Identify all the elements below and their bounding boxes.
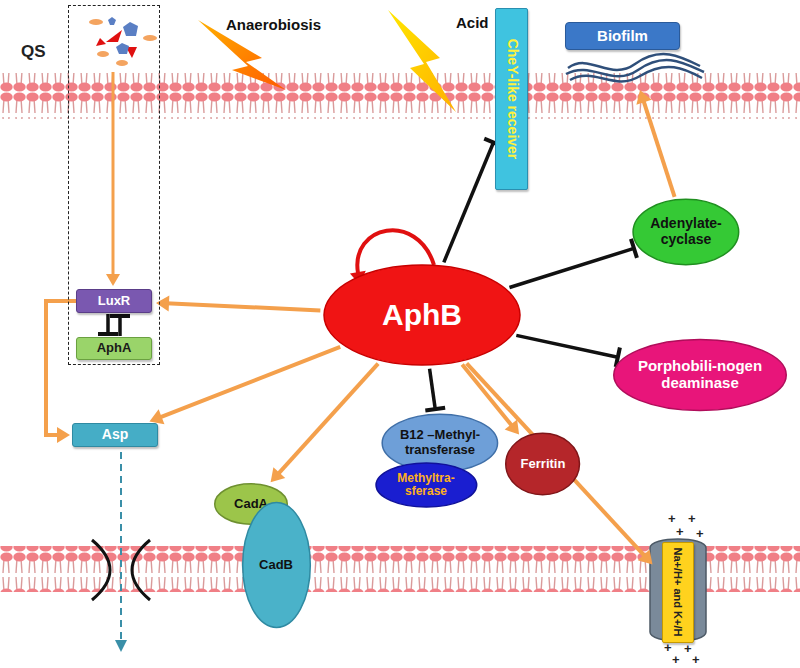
charge-sign: + — [692, 652, 700, 667]
activation-connector — [149, 347, 340, 424]
biofilm-strands — [566, 54, 704, 81]
node-label: Asp — [102, 427, 128, 443]
node-label: AphA — [97, 341, 132, 356]
inhibition-connector — [516, 335, 620, 367]
qs-molecules — [89, 17, 157, 286]
stimulus-label: Anaerobiosis — [226, 16, 321, 33]
node-label: B12 –Methyl-transferase — [395, 428, 486, 457]
activation-connector — [636, 90, 674, 197]
node-label: Ferritin — [515, 457, 572, 472]
antiporter-housing — [650, 539, 706, 641]
node-label: Methyltra-sferase — [387, 472, 466, 499]
activation-connector — [271, 364, 379, 483]
ellipse-node: Ferritin — [505, 432, 580, 496]
ellipse-node: Adenylate-cyclase — [632, 198, 740, 266]
activation-connector — [46, 301, 76, 443]
node-label: Biofilm — [597, 28, 648, 45]
ellipse-node: Methyltra-sferase — [375, 462, 478, 508]
group-label: QS — [21, 42, 46, 61]
charge-sign: + — [668, 511, 676, 526]
process-box: Na+/H+ and K+/H — [662, 542, 694, 643]
node-label: LuxR — [98, 294, 131, 309]
charge-sign: + — [664, 640, 672, 655]
inhibition-connector — [509, 239, 636, 288]
membrane — [0, 73, 800, 119]
charge-sign: + — [688, 511, 696, 526]
charge-sign: + — [676, 524, 684, 539]
charge-sign: + — [684, 641, 692, 656]
charge-sign: + — [672, 652, 680, 667]
node-label: Adenylate-cyclase — [645, 216, 728, 247]
node-label: CadB — [250, 558, 302, 573]
group-box: QSLuxRAphA — [68, 5, 160, 365]
charge-sign: + — [696, 526, 704, 541]
process-box: AphA — [76, 337, 152, 360]
ellipse-node: AphB — [322, 263, 522, 367]
node-label: Porphobili-nogen deaminase — [637, 358, 764, 392]
ellipse-node: Porphobili-nogen deaminase — [612, 338, 788, 412]
inhibition-connector — [110, 316, 130, 336]
node-label: Na+/H+ and K+/H — [672, 548, 684, 637]
activation-connector — [156, 296, 320, 312]
activation-connector — [467, 363, 653, 564]
process-box: Biofilm — [565, 22, 680, 50]
node-label: CheY-like receiver — [504, 39, 520, 160]
node-label: AphB — [347, 298, 497, 332]
lightning-bolt — [388, 10, 456, 112]
inhibition-connector — [425, 369, 445, 411]
inhibition-connector — [444, 139, 503, 263]
ellipse-node: CadB — [242, 500, 311, 630]
process-box: Asp — [72, 423, 158, 447]
membrane-channel — [92, 452, 150, 652]
process-box: CheY-like receiver — [495, 8, 528, 190]
process-box: LuxR — [76, 289, 152, 313]
stimulus-label: Acid — [456, 14, 489, 31]
